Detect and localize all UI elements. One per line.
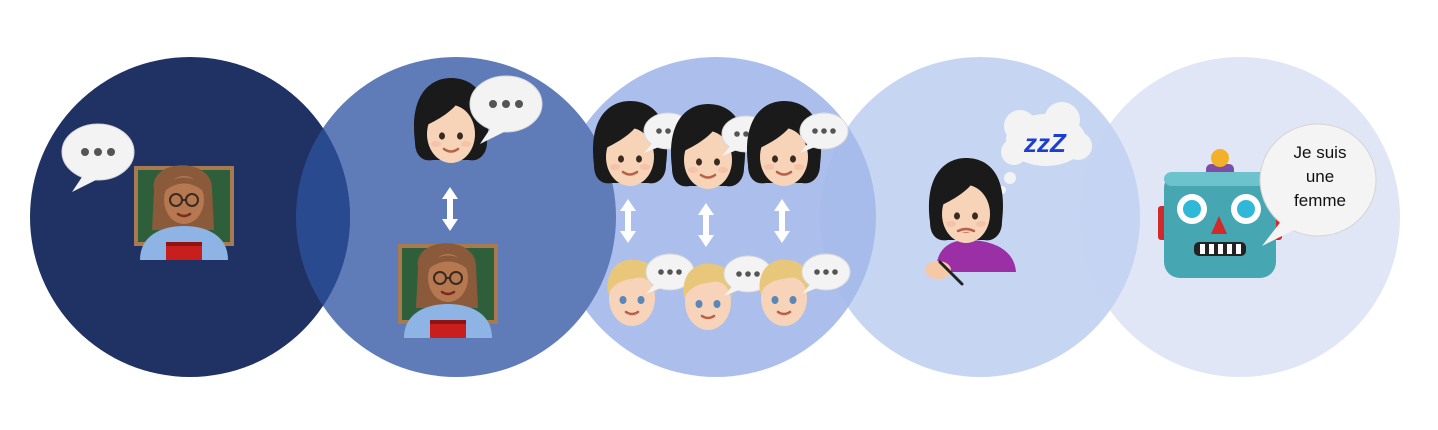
stage-bored-writing: zzZ bbox=[925, 102, 1092, 286]
robot-bubble-line-2: une bbox=[1306, 167, 1334, 186]
writing-hand-icon bbox=[925, 260, 964, 286]
man-icon bbox=[758, 258, 811, 328]
robot-icon bbox=[1158, 149, 1282, 278]
speech-bubble-icon: Je suis une femme bbox=[1259, 123, 1377, 246]
thought-bubble-icon: zzZ bbox=[998, 102, 1092, 194]
woman-teacher-icon bbox=[134, 163, 234, 262]
sleeping-z-icon: zzZ bbox=[1023, 128, 1067, 158]
stage-robot-speaking: Je suis une femme bbox=[1158, 123, 1377, 278]
robot-bubble-line-1: Je suis bbox=[1294, 143, 1347, 162]
woman-teacher-icon bbox=[398, 241, 498, 340]
robot-bubble-line-3: femme bbox=[1294, 191, 1346, 210]
stage-circle-2 bbox=[296, 57, 616, 377]
